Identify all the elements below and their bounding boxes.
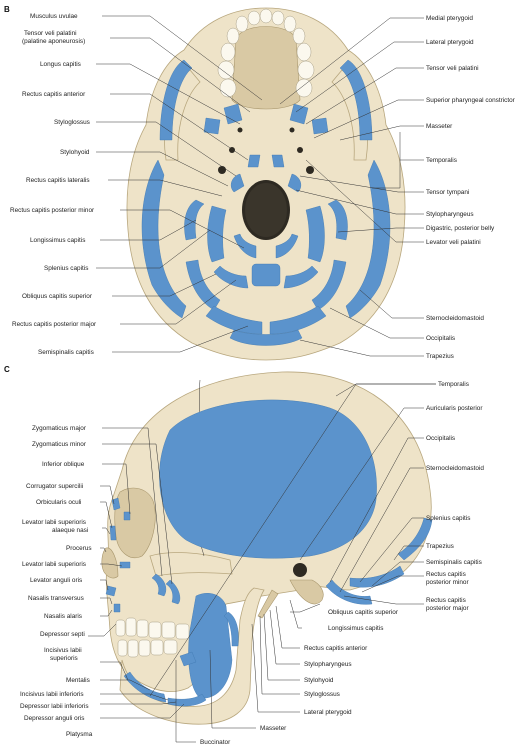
- panel-c-letter: C: [4, 365, 10, 374]
- label-depressor-septi: Depressor septi: [40, 631, 85, 638]
- label-tensor-tympani: Tensor tympani: [426, 189, 469, 196]
- label-superior-pharyngeal-constrictor: Superior pharyngeal constrictor: [426, 97, 516, 104]
- panel-c-bottom-labels: Obliquus capitis superior Longissimus ca…: [200, 609, 399, 746]
- label-stylopharyngeus-b: Stylopharyngeus: [426, 211, 474, 218]
- label-incisivus-labii: Incisivus labii: [44, 647, 82, 654]
- label-longissimus-capitis-c: Longissimus capitis: [328, 625, 383, 632]
- label-corrugator-supercilii: Corrugator supercilii: [26, 483, 83, 490]
- label-styloglossus-b: Styloglossus: [54, 119, 90, 126]
- label-levator-labii-superioris-alaeque: Levator labii superioris: [22, 519, 86, 526]
- mastoid-process: [289, 579, 324, 605]
- label-depressor-labii-inferioris: Depressor labii inferioris: [20, 703, 89, 710]
- label-semispinalis-capitis-b: Semispinalis capitis: [38, 349, 94, 356]
- label-tensor-veli-palatini-left: Tensor veli palatini: [24, 30, 77, 37]
- foramen-magnum-inner: [245, 183, 287, 237]
- label-splenius-capitis-c: Splenius capitis: [426, 515, 470, 522]
- panel-c-right-labels: Temporalis Auricularis posterior Occipit…: [426, 381, 484, 612]
- label-lateral-pterygoid-c: Lateral pterygoid: [304, 709, 352, 716]
- label-orbicularis-oculi: Orbicularis oculi: [36, 499, 81, 506]
- label-incisivus-labii-inferioris: Incisivus labii inferioris: [20, 691, 84, 698]
- label-stylohyoid-b: Stylohyoid: [60, 149, 90, 156]
- label-levator-veli-palatini: Levator veli palatini: [426, 239, 481, 246]
- label-temporalis-c: Temporalis: [438, 381, 469, 388]
- skull-lateral-view: [101, 371, 433, 725]
- nasal-aperture: [101, 547, 119, 579]
- external-acoustic-meatus: [293, 563, 307, 577]
- panel-b-leaders: [96, 15, 424, 357]
- label-mentalis: Mentalis: [66, 677, 90, 684]
- label-alaeque-nasi: alaeque nasi: [52, 527, 88, 534]
- label-inferior-oblique: Inferior oblique: [42, 461, 85, 468]
- label-digastric-posterior-belly: Digastric, posterior belly: [426, 225, 495, 232]
- lateral-teeth: [115, 617, 190, 658]
- temporalis-attachment: [159, 399, 377, 559]
- label-musculus-uvulae: Musculus uvulae: [30, 13, 78, 20]
- label-rectus-capitis-posterior-major-b: Rectus capitis posterior major: [12, 321, 97, 328]
- label-procerus: Procerus: [66, 545, 92, 552]
- label-auricularis-posterior: Auricularis posterior: [426, 405, 483, 412]
- masseter-attachment: [188, 593, 233, 699]
- label-styloglossus-c: Styloglossus: [304, 691, 340, 698]
- label-obliquus-capitis-superior-b: Obliquus capitis superior: [22, 293, 93, 300]
- styloid-process: [257, 589, 279, 619]
- label-nasalis-transversus: Nasalis transversus: [28, 595, 84, 602]
- label-levator-anguli-oris: Levator anguli oris: [30, 577, 82, 584]
- label-rectus-capitis-minor-2: posterior minor: [426, 579, 469, 586]
- label-rectus-capitis-anterior-c: Rectus capitis anterior: [304, 645, 368, 652]
- label-rectus-capitis-posterior-minor-b: Rectus capitis posterior minor: [10, 207, 95, 214]
- label-levator-labii-superioris: Levator labii superioris: [22, 561, 86, 568]
- label-occipitalis-b: Occipitalis: [426, 335, 455, 342]
- label-medial-pterygoid: Medial pterygoid: [426, 15, 473, 22]
- label-semispinalis-capitis-c: Semispinalis capitis: [426, 559, 482, 566]
- panel-c-muscle-attachments: [105, 399, 433, 707]
- label-tensor-veli-palatini-right: Tensor veli palatini: [426, 65, 479, 72]
- label-longus-capitis: Longus capitis: [40, 61, 81, 68]
- panel-b-muscle-attachments: [141, 59, 391, 346]
- right-foramen: [306, 166, 314, 174]
- panel-b-left-labels: Musculus uvulae Tensor veli palatini (pa…: [10, 13, 97, 356]
- panel-b-letter: B: [4, 5, 10, 14]
- panel-b-right-labels: Medial pterygoid Lateral pterygoid Tenso…: [426, 15, 516, 360]
- label-rectus-capitis-minor-1: Rectus capitis: [426, 571, 466, 578]
- label-trapezius-c: Trapezius: [426, 543, 454, 550]
- panel-c-leaders: [88, 383, 436, 743]
- label-stylopharyngeus-c: Stylopharyngeus: [304, 661, 352, 668]
- label-sternocleidomastoid-c: Sternocleidomastoid: [426, 465, 484, 472]
- label-masseter-c: Masseter: [260, 725, 287, 732]
- label-buccinator: Buccinator: [200, 739, 231, 746]
- label-longissimus-capitis-b: Longissimus capitis: [30, 237, 85, 244]
- mandible: [119, 587, 265, 725]
- label-lateral-pterygoid-b: Lateral pterygoid: [426, 39, 474, 46]
- panel-c-left-labels: Zygomaticus major Zygomaticus minor Infe…: [20, 425, 93, 738]
- label-rectus-capitis-anterior-b: Rectus capitis anterior: [22, 91, 86, 98]
- label-incisivus-superioris: superioris: [50, 655, 78, 662]
- label-sternocleidomastoid-b: Sternocleidomastoid: [426, 315, 484, 322]
- label-palatine-aponeurosis: (palatine aponeurosis): [22, 38, 85, 45]
- label-stylohyoid-c: Stylohyoid: [304, 677, 334, 684]
- orbit: [114, 487, 156, 558]
- label-temporalis-b: Temporalis: [426, 157, 457, 164]
- label-occipitalis-c: Occipitalis: [426, 435, 455, 442]
- label-obliquus-capitis-superior-c: Obliquus capitis superior: [328, 609, 399, 616]
- label-nasalis-alaris: Nasalis alaris: [44, 613, 82, 620]
- label-platysma: Platysma: [66, 731, 93, 738]
- label-trapezius-b: Trapezius: [426, 353, 454, 360]
- label-rectus-capitis-major-1: Rectus capitis: [426, 597, 466, 604]
- label-zygomaticus-minor: Zygomaticus minor: [32, 441, 87, 448]
- left-foramen: [218, 166, 226, 174]
- label-masseter-b: Masseter: [426, 123, 453, 130]
- label-depressor-anguli-oris: Depressor anguli oris: [24, 715, 84, 722]
- upper-teeth: [217, 8, 315, 98]
- label-splenius-capitis-b: Splenius capitis: [44, 265, 88, 272]
- label-rectus-capitis-major-2: posterior major: [426, 605, 469, 612]
- label-zygomaticus-major: Zygomaticus major: [32, 425, 87, 432]
- skull-inferior-view: [126, 7, 406, 361]
- label-rectus-capitis-lateralis: Rectus capitis lateralis: [26, 177, 90, 184]
